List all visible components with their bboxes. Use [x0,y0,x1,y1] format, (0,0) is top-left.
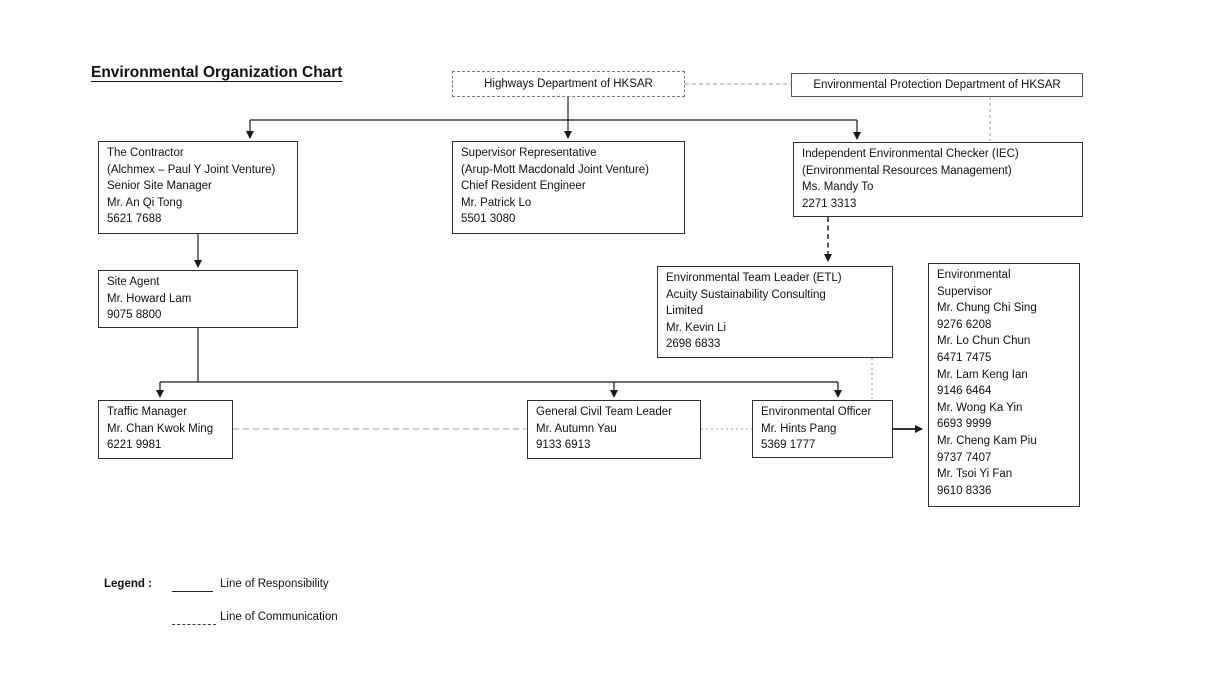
box-etl: Environmental Team Leader (ETL) Acuity S… [657,266,893,358]
box-epd-text: Environmental Protection Department of H… [813,78,1061,91]
box-etl-text: Environmental Team Leader (ETL) Acuity S… [666,272,842,351]
box-environmental-officer-text: Environmental Officer Mr. Hints Pang 536… [761,406,872,452]
page-title: Environmental Organization Chart [91,64,343,81]
box-traffic-manager: Traffic Manager Mr. Chan Kwok Ming 6221 … [98,400,233,459]
box-contractor: The Contractor (Alchmex – Paul Y Joint V… [98,141,298,234]
legend-label: Legend : [104,578,152,590]
communication-lines [233,83,991,430]
box-environmental-supervisor: Environmental Supervisor Mr. Chung Chi S… [928,263,1080,507]
box-general-civil-team-leader-text: General Civil Team Leader Mr. Autumn Yau… [536,406,672,452]
box-highways-department-text: Highways Department of HKSAR [484,77,653,90]
box-supervisor-representative: Supervisor Representative (Arup-Mott Mac… [452,141,685,234]
box-epd: Environmental Protection Department of H… [791,73,1083,97]
box-site-agent-text: Site Agent Mr. Howard Lam 9075 8800 [107,276,192,322]
legend-communication-label: Line of Communication [220,611,338,623]
box-iec: Independent Environmental Checker (IEC) … [793,142,1083,217]
box-general-civil-team-leader: General Civil Team Leader Mr. Autumn Yau… [527,400,701,459]
legend-responsibility-label: Line of Responsibility [220,578,329,590]
box-contractor-text: The Contractor (Alchmex – Paul Y Joint V… [107,147,276,226]
legend-dashed-line-sample [172,624,216,625]
box-environmental-supervisor-text: Environmental Supervisor Mr. Chung Chi S… [937,269,1037,497]
box-highways-department: Highways Department of HKSAR [452,71,685,97]
legend-solid-line-sample [172,591,213,592]
box-site-agent: Site Agent Mr. Howard Lam 9075 8800 [98,270,298,328]
box-environmental-officer: Environmental Officer Mr. Hints Pang 536… [752,400,893,458]
box-supervisor-representative-text: Supervisor Representative (Arup-Mott Mac… [461,147,649,226]
box-iec-text: Independent Environmental Checker (IEC) … [802,148,1019,210]
box-traffic-manager-text: Traffic Manager Mr. Chan Kwok Ming 6221 … [107,406,214,452]
